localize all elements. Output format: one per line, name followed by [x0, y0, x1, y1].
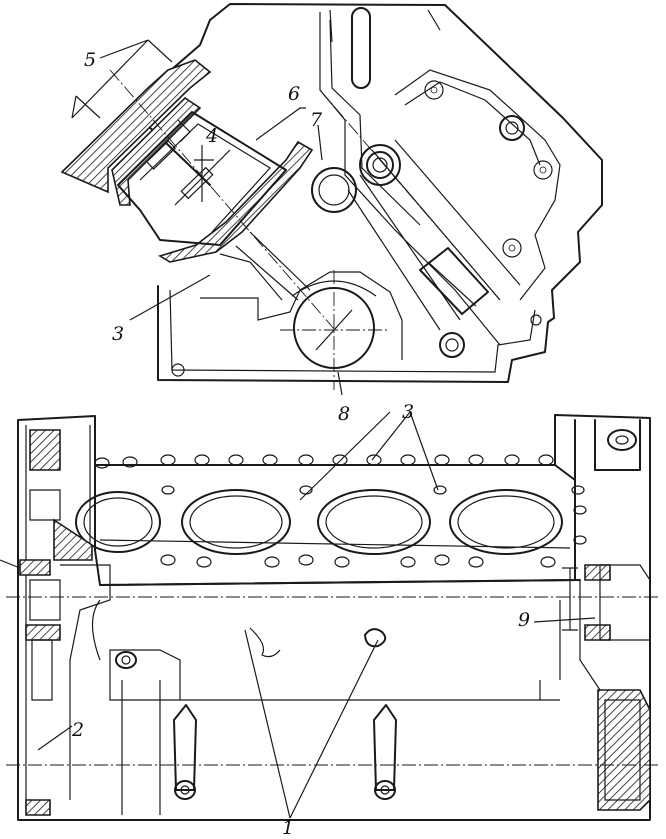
crankcase-details — [109, 627, 560, 815]
cylinder-axis-right — [319, 89, 501, 301]
upper-right-pocket-inner — [404, 81, 541, 166]
block-top-view — [0, 411, 660, 821]
callout-9: 9 — [518, 609, 530, 631]
cylinder-bores — [75, 489, 563, 555]
callout-3-top: 3 — [112, 323, 124, 345]
stud-boss-right — [373, 704, 397, 791]
crankcase-top-edge — [99, 579, 581, 586]
callout-6: 6 — [288, 83, 300, 105]
left-end-section — [19, 429, 111, 816]
upper-right-pocket — [394, 69, 561, 301]
connecting-rod — [219, 231, 311, 301]
deck-plate — [94, 464, 576, 586]
oil-gallery-ring — [359, 144, 401, 186]
right-end-section — [559, 419, 651, 811]
block-outer-contour — [141, 3, 603, 383]
dimension-lines — [71, 39, 353, 396]
right-rib — [319, 12, 501, 346]
callout-labels: 5 6 7 4 3 8 3 9 2 1 — [71, 49, 530, 839]
cylinder-wall-top — [60, 59, 212, 194]
head-bolt-holes — [94, 454, 587, 568]
piston-inner — [139, 123, 271, 233]
right-rib-inner — [329, 19, 421, 226]
cross-section-view — [60, 3, 603, 396]
oil-hole — [364, 628, 387, 648]
left-cylinder-section — [60, 59, 314, 301]
block-outer-frame — [17, 414, 651, 821]
stud-boss-left — [173, 704, 197, 791]
callout-7: 7 — [310, 109, 323, 131]
callout-5: 5 — [84, 49, 96, 71]
top-slot — [351, 7, 371, 89]
rod-slot — [145, 140, 177, 170]
crank-bore-frame — [200, 271, 403, 360]
right-piston — [419, 247, 489, 315]
cylinder-wall-bottom — [158, 140, 314, 263]
inner-wall-lower — [169, 289, 536, 373]
piston-ring — [177, 119, 191, 143]
callout-8: 8 — [338, 403, 350, 425]
piston-outline — [117, 111, 287, 246]
leader-lines — [0, 411, 596, 819]
callout-1: 1 — [282, 817, 294, 839]
callout-2: 2 — [71, 719, 84, 741]
callout-4: 4 — [205, 125, 218, 147]
bolt-holes-top — [171, 80, 553, 377]
camshaft-bore — [311, 167, 357, 213]
callout-3-bottom: 3 — [402, 401, 414, 423]
cylinder-axis-left — [109, 69, 336, 331]
